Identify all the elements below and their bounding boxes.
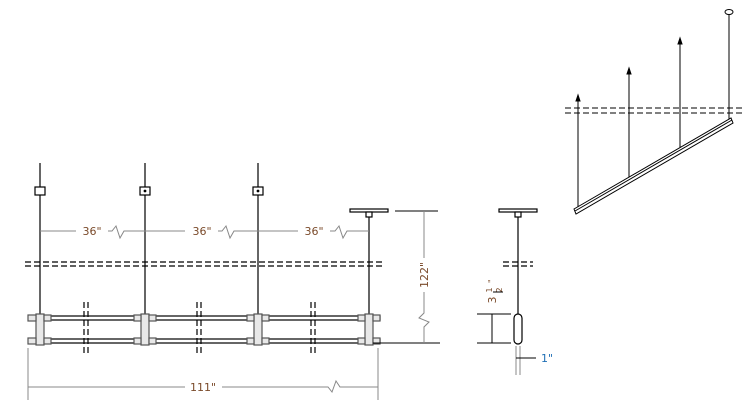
hanger-3: [252, 163, 264, 318]
isometric-view: [565, 9, 745, 215]
svg-text:": ": [487, 279, 496, 283]
fixture-width-label: 1": [541, 352, 553, 365]
overall-length-label: 111": [190, 381, 216, 394]
spacing-label-1: 36": [82, 225, 101, 238]
hanger-1: [34, 163, 46, 318]
svg-text:1: 1: [485, 287, 494, 292]
front-elevation: [25, 163, 389, 356]
svg-text:2: 2: [495, 287, 504, 292]
spacing-label-2: 36": [192, 225, 211, 238]
fixture-rails: [29, 315, 381, 344]
spacing-label-3: 36": [304, 225, 323, 238]
length-break-lines: [83, 302, 316, 356]
dimension-labels: 36" 36" 36" 111" 122" 3 1 2 " 1": [82, 225, 553, 394]
rail-connectors: [27, 313, 381, 346]
overall-height-label: 122": [418, 262, 431, 288]
height-break-lines: [25, 261, 383, 267]
canopy-hanger: [349, 208, 389, 318]
side-elevation: [498, 208, 538, 345]
svg-text:3: 3: [486, 297, 499, 304]
fixture-height-label: 3 1 2 ": [485, 279, 504, 303]
dimension-lines: [27, 210, 536, 400]
hanger-2: [139, 163, 151, 318]
